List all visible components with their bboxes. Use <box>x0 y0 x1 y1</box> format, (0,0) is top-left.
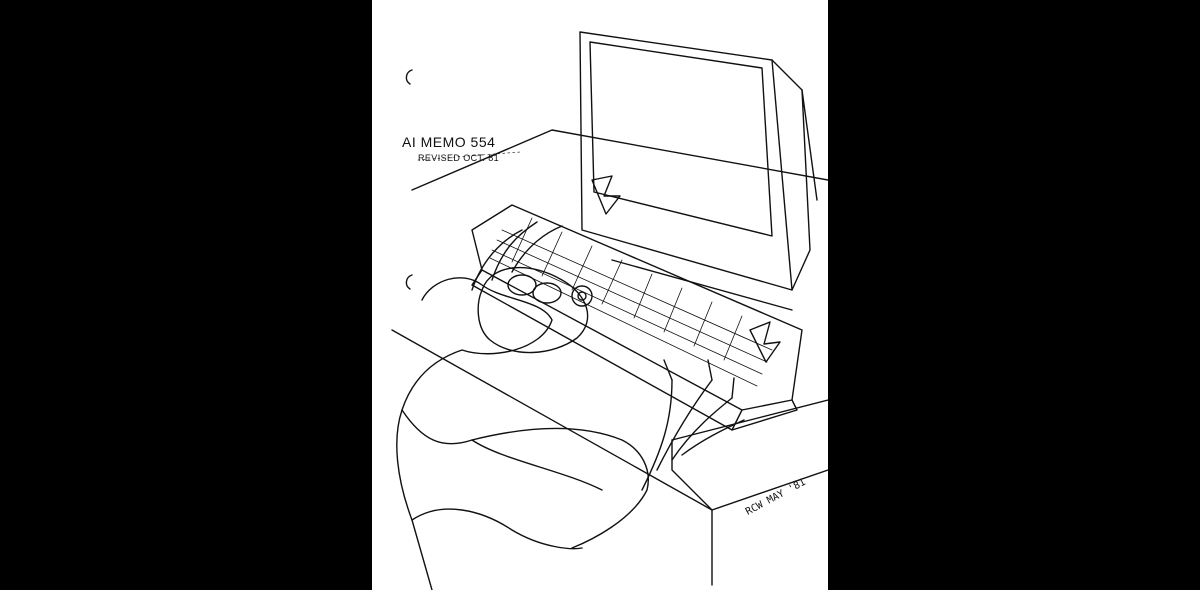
memo-revision-date: REVISED OCT. 81 <box>418 153 500 163</box>
memo-title: AI MEMO 554 <box>402 134 496 150</box>
alien-right-hand <box>641 379 745 491</box>
alien-at-keyboard-illustration <box>391 31 828 590</box>
keyboard-outline <box>471 204 803 411</box>
desk-outline <box>411 129 828 191</box>
monitor-outline <box>579 31 793 291</box>
alien-body <box>396 277 553 590</box>
alien-left-hand <box>471 221 563 291</box>
alien-head <box>477 266 589 354</box>
memo-cover-page: AI MEMO 554 REVISED OCT. 81 RCW MAY '81 <box>372 0 828 590</box>
